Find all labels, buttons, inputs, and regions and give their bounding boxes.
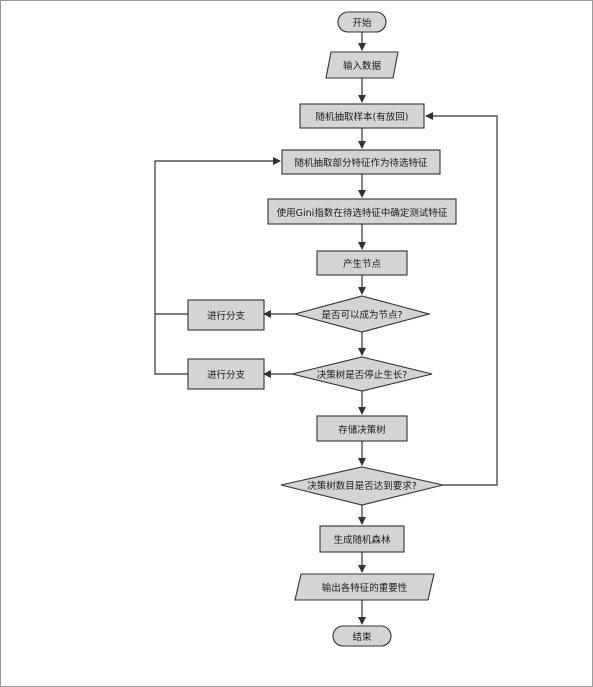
start-terminator [337,11,387,33]
cond-count-diamond [280,466,444,506]
branch1-box [187,299,265,331]
branch2-box [187,358,265,390]
input-parallelogram [325,51,399,79]
end-terminator [332,625,392,647]
edge-branch2-loop [154,314,188,375]
cond-node-diamond [292,295,432,333]
edge-branch1-loop [154,157,281,315]
node-box [316,250,408,276]
forest-box [319,525,405,553]
edge-count-loop [425,112,498,486]
cond-stop-diamond [291,356,433,392]
gini-box [267,198,457,225]
features-box [281,149,441,175]
output-parallelogram [294,573,435,601]
sample-box [299,103,425,129]
store-box [316,415,408,442]
